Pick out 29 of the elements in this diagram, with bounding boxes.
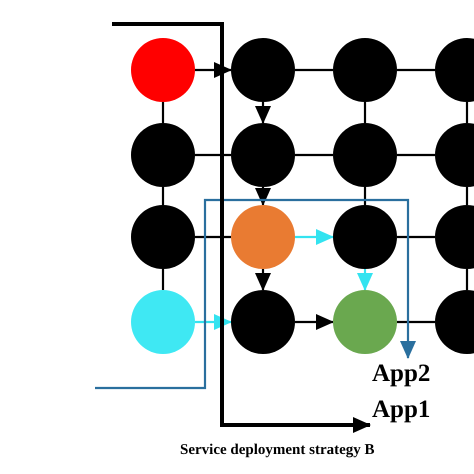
connector-line <box>364 102 366 123</box>
connector-line <box>295 154 333 156</box>
caption: Service deployment strategy B <box>180 442 375 458</box>
connector-line <box>397 320 435 324</box>
arrow <box>357 269 373 291</box>
connector-line <box>466 269 468 290</box>
connector-line <box>195 236 231 238</box>
connector-line <box>397 236 435 238</box>
connector-line <box>162 269 164 290</box>
arrow <box>95 198 416 390</box>
connector-line <box>397 68 435 72</box>
app-label: App1 <box>372 396 430 424</box>
arrow <box>112 22 371 433</box>
connector-line <box>364 187 366 205</box>
connector-line <box>195 154 231 156</box>
connector-line <box>162 102 164 123</box>
connector-line <box>466 187 468 205</box>
connector-line <box>295 68 333 72</box>
arrow <box>295 229 334 245</box>
arrow <box>195 62 232 78</box>
arrow <box>295 314 334 330</box>
connector-line <box>162 187 164 205</box>
arrow <box>195 314 232 330</box>
connector-line <box>466 102 468 123</box>
connector-line <box>397 154 435 156</box>
arrow <box>255 102 271 124</box>
arrow <box>255 269 271 291</box>
arrow <box>255 187 271 206</box>
app-label: App2 <box>372 360 430 388</box>
